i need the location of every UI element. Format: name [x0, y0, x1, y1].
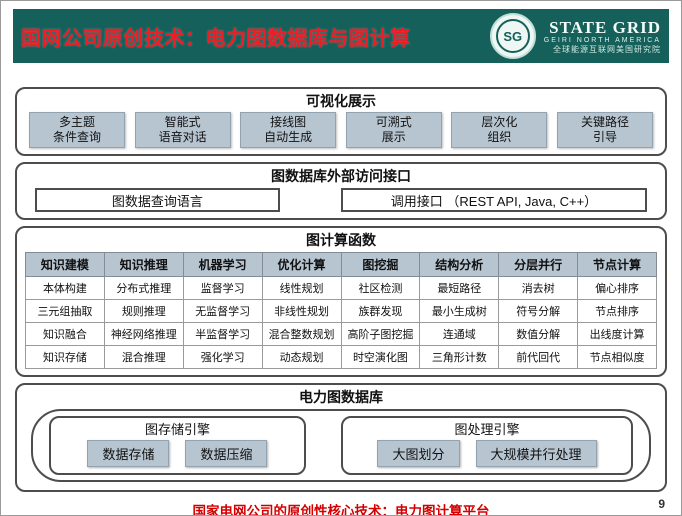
table-cell: 三角形计数 — [419, 345, 500, 369]
footer-caption: 国家电网公司的原创性核心技术：电力图计算平台 — [192, 504, 490, 516]
viz-item-multi-topic-query: 多主题 条件查询 — [29, 112, 125, 148]
table-header-cell: 分层并行 — [498, 252, 579, 277]
table-cell: 神经网络推理 — [103, 322, 184, 346]
visualization-button-row: 多主题 条件查询 智能式 语音对话 接线图 自动生成 可溯式 展示 层次化 组织… — [25, 110, 657, 148]
parallel-processing-box: 大规模并行处理 — [475, 440, 597, 467]
table-cell: 高阶子图挖掘 — [340, 322, 421, 346]
viz-item-critical-path: 关键路径 引导 — [556, 112, 653, 148]
table-cell: 知识融合 — [25, 322, 105, 346]
table-cell: 知识存储 — [25, 345, 105, 369]
table-header-cell: 节点计算 — [577, 252, 657, 277]
section-graph-database: 电力图数据库 图存储引擎 数据存储 数据压缩 图处理引擎 大图划分 大规模并行处… — [15, 383, 667, 492]
table-cell: 强化学习 — [182, 345, 263, 369]
table-cell: 混合整数规划 — [261, 322, 342, 346]
data-storage-box: 数据存储 — [87, 440, 170, 467]
table-cell: 本体构建 — [25, 276, 105, 300]
section-visualization: 可视化展示 多主题 条件查询 智能式 语音对话 接线图 自动生成 可溯式 展示 … — [15, 87, 667, 156]
table-header-row: 知识建模 知识推理 机器学习 优化计算 图挖掘 结构分析 分层并行 节点计算 — [25, 252, 657, 277]
table-header-cell: 机器学习 — [182, 252, 263, 277]
table-cell: 线性规划 — [261, 276, 342, 300]
table-header-cell: 知识建模 — [25, 252, 105, 277]
viz-item-traceable-display: 可溯式 展示 — [345, 112, 442, 148]
table-cell: 族群发现 — [340, 299, 421, 323]
section-title: 电力图数据库 — [299, 389, 383, 405]
page-title: 国网公司原创技术：电力图数据库与图计算 — [21, 27, 411, 50]
storage-engine-buttons: 数据存储 数据压缩 — [59, 440, 296, 467]
section-access-interface: 图数据库外部访问接口 图数据查询语言 调用接口 （REST API, Java,… — [15, 162, 667, 220]
page-number: 9 — [658, 497, 665, 511]
database-container: 图存储引擎 数据存储 数据压缩 图处理引擎 大图划分 大规模并行处理 — [31, 409, 651, 482]
table-header-cell: 图挖掘 — [340, 252, 421, 277]
section-title: 图计算函数 — [306, 232, 376, 248]
section-title: 图数据库外部访问接口 — [271, 168, 411, 184]
table-header-cell: 结构分析 — [419, 252, 500, 277]
table-header-cell: 知识推理 — [103, 252, 184, 277]
logo-cn-text: 全球能源互联网美国研究院 — [553, 45, 661, 55]
table-cell: 无监督学习 — [182, 299, 263, 323]
table-row: 知识存储 混合推理 强化学习 动态规划 时空演化图 三角形计数 前代回代 节点相… — [25, 345, 657, 369]
table-row: 三元组抽取 规则推理 无监督学习 非线性规划 族群发现 最小生成树 符号分解 节… — [25, 299, 657, 323]
viz-item-hierarchical-org: 层次化 组织 — [451, 112, 548, 148]
table-cell: 前代回代 — [498, 345, 579, 369]
header-bar: 国网公司原创技术：电力图数据库与图计算 SG STATE GRID GEIRI … — [13, 9, 669, 63]
table-row: 知识融合 神经网络推理 半监督学习 混合整数规划 高阶子图挖掘 连通域 数值分解… — [25, 322, 657, 346]
table-cell: 分布式推理 — [103, 276, 184, 300]
logo-main-text: STATE GRID — [549, 17, 661, 37]
table-cell: 动态规划 — [261, 345, 342, 369]
table-cell: 非线性规划 — [261, 299, 342, 323]
table-cell: 最短路径 — [419, 276, 500, 300]
section-title: 可视化展示 — [306, 93, 376, 109]
storage-engine-box: 图存储引擎 数据存储 数据压缩 — [49, 416, 306, 475]
table-cell: 时空演化图 — [340, 345, 421, 369]
viz-item-voice-dialog: 智能式 语音对话 — [134, 112, 231, 148]
table-cell: 符号分解 — [498, 299, 579, 323]
section-graph-functions: 图计算函数 知识建模 知识推理 机器学习 优化计算 图挖掘 结构分析 分层并行 … — [15, 226, 667, 377]
graph-partition-box: 大图划分 — [377, 440, 460, 467]
processing-engine-buttons: 大图划分 大规模并行处理 — [351, 440, 623, 467]
table-header-cell: 优化计算 — [261, 252, 342, 277]
table-cell: 偏心排序 — [577, 276, 657, 300]
processing-engine-box: 图处理引擎 大图划分 大规模并行处理 — [341, 416, 633, 475]
table-cell: 混合推理 — [103, 345, 184, 369]
table-cell: 监督学习 — [182, 276, 263, 300]
query-language-box: 图数据查询语言 — [35, 188, 280, 212]
functions-table: 知识建模 知识推理 机器学习 优化计算 图挖掘 结构分析 分层并行 节点计算 本… — [25, 252, 657, 369]
api-box: 调用接口 （REST API, Java, C++） — [341, 188, 647, 212]
engine-title: 图处理引擎 — [454, 422, 520, 437]
table-cell: 规则推理 — [103, 299, 184, 323]
state-grid-emblem-icon: SG — [489, 13, 536, 59]
table-cell: 社区检测 — [340, 276, 421, 300]
interface-row: 图数据查询语言 调用接口 （REST API, Java, C++） — [25, 185, 657, 212]
table-cell: 最小生成树 — [419, 299, 500, 323]
data-compression-box: 数据压缩 — [185, 440, 268, 467]
logo-sub-text: GEIRI NORTH AMERICA — [543, 37, 661, 45]
company-logo: STATE GRID GEIRI NORTH AMERICA 全球能源互联网美国… — [544, 18, 661, 55]
table-cell: 数值分解 — [498, 322, 579, 346]
table-cell: 节点相似度 — [577, 345, 657, 369]
viz-item-wiring-diagram: 接线图 自动生成 — [240, 112, 337, 148]
table-cell: 出线度计算 — [577, 322, 657, 346]
table-cell: 消去树 — [498, 276, 579, 300]
table-cell: 半监督学习 — [182, 322, 263, 346]
table-cell: 节点排序 — [577, 299, 657, 323]
table-cell: 三元组抽取 — [25, 299, 105, 323]
table-cell: 连通域 — [419, 322, 500, 346]
table-row: 本体构建 分布式推理 监督学习 线性规划 社区检测 最短路径 消去树 偏心排序 — [25, 276, 657, 300]
engine-title: 图存储引擎 — [144, 422, 210, 437]
